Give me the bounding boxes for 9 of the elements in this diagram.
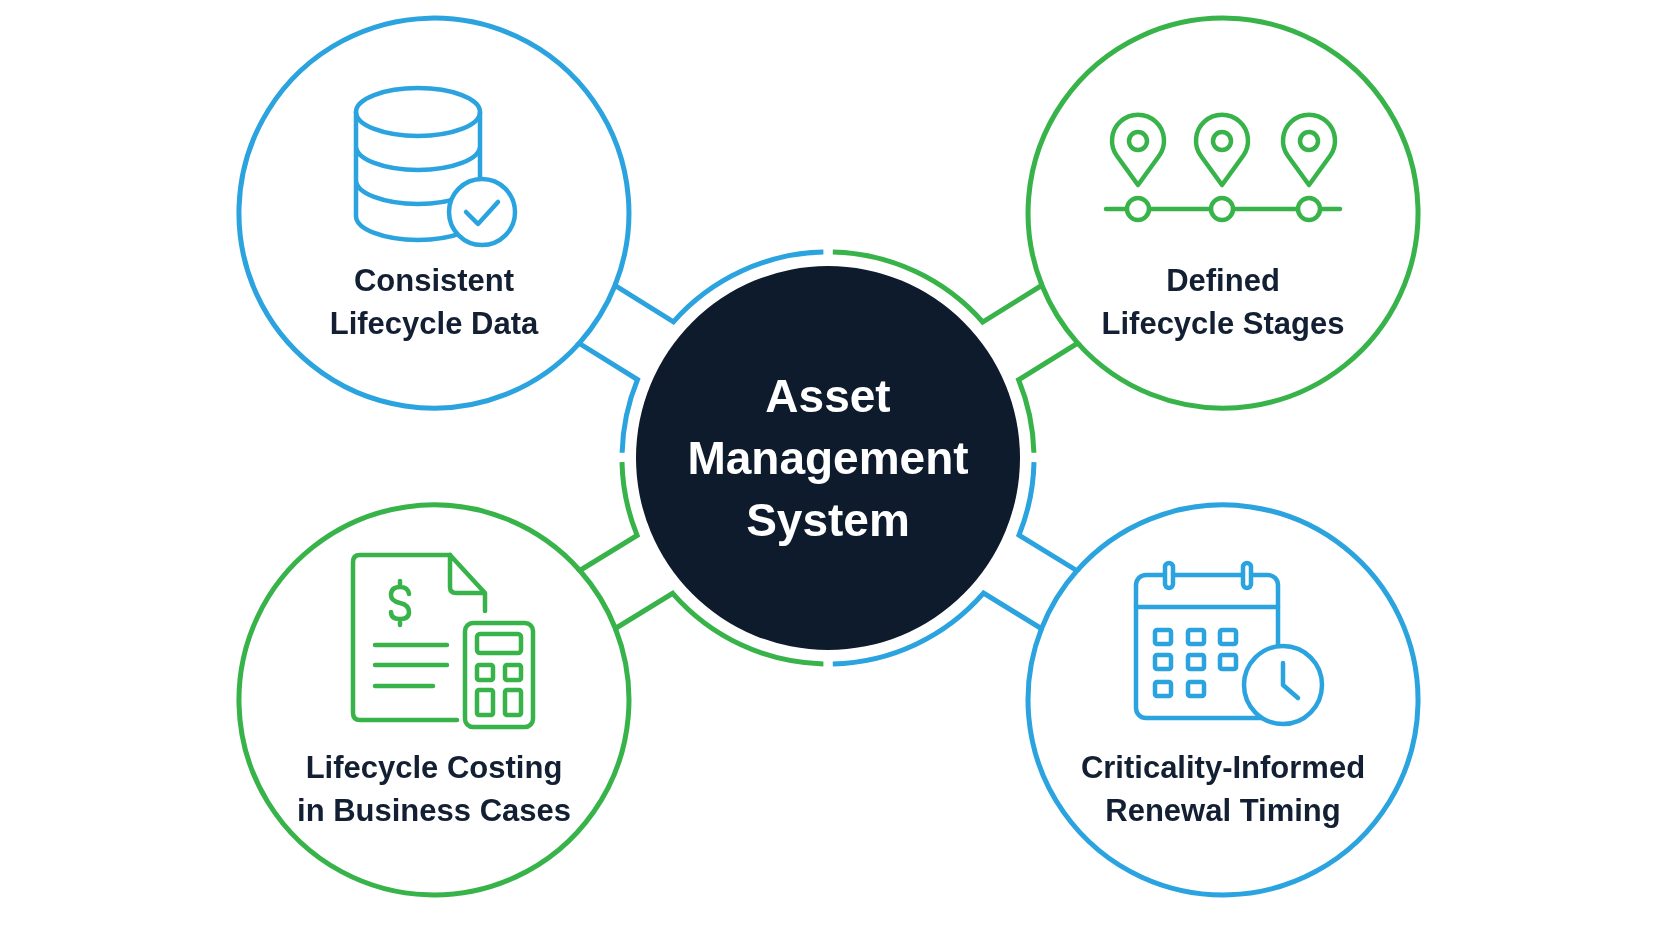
- topic-label: Consistent Lifecycle Data: [328, 262, 540, 343]
- connector: [576, 249, 826, 453]
- connector: [830, 461, 1080, 667]
- topic-label: Lifecycle Costing in Business Cases: [296, 749, 572, 830]
- topic-label: Defined Lifecycle Stages: [1100, 262, 1346, 343]
- topic-label: Criticality-Informed Renewal Timing: [1079, 749, 1367, 830]
- connector: [577, 459, 824, 667]
- connector: [832, 249, 1081, 456]
- hub-label: Asset Management System: [686, 369, 970, 548]
